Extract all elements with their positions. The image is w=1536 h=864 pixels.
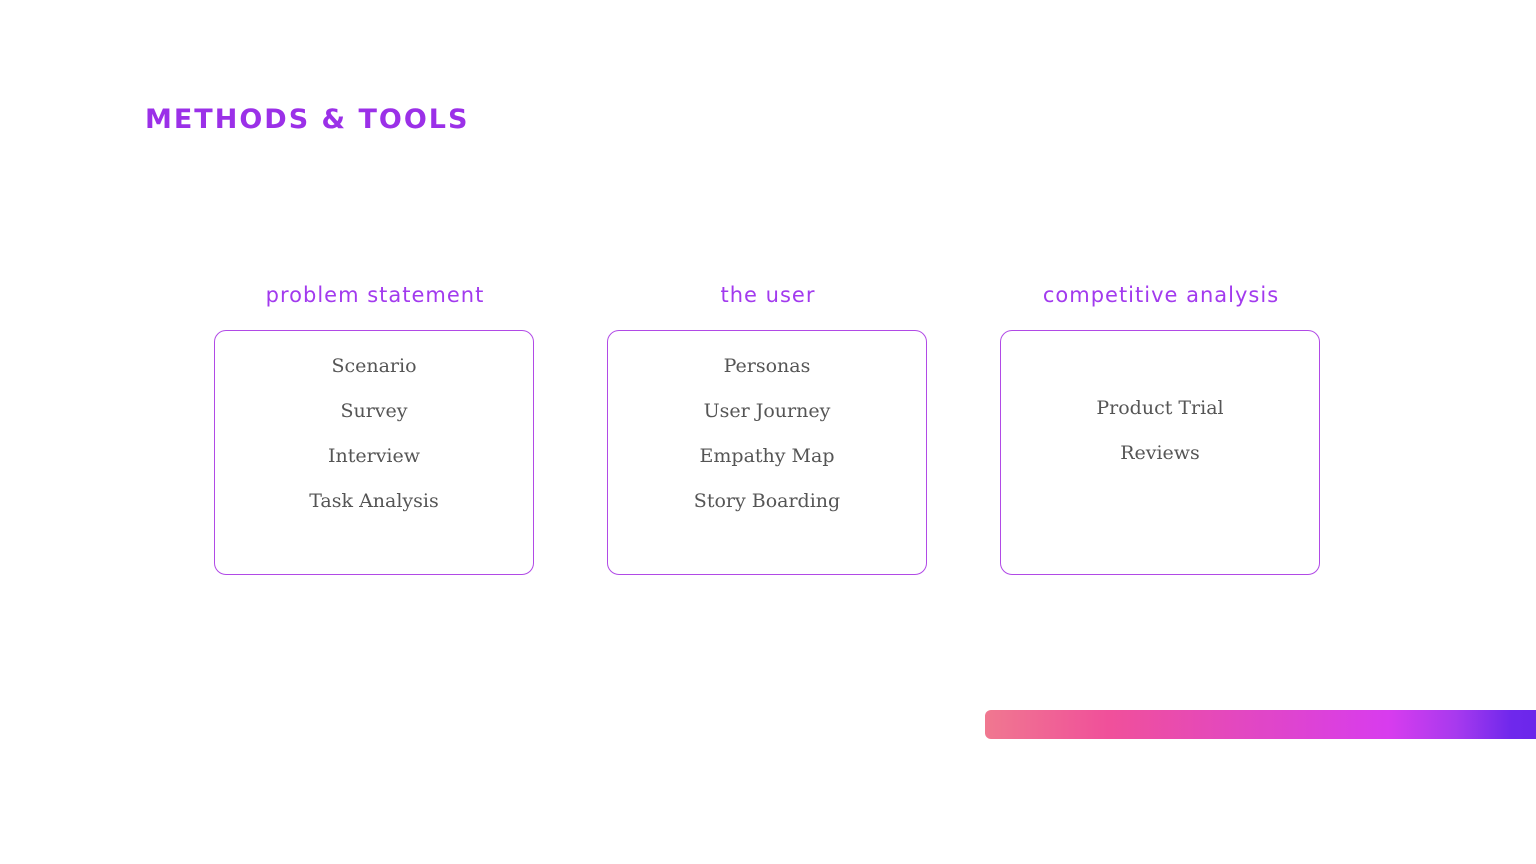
list-item: User Journey	[703, 400, 831, 422]
competitive-analysis-column: competitive analysis Product Trial Revie…	[1000, 280, 1322, 575]
problem-statement-list: Scenario Survey Interview Task Analysis	[215, 344, 533, 524]
the-user-heading: The user	[720, 283, 816, 307]
competitive-analysis-heading: competitive analysis	[1042, 283, 1280, 307]
problem-statement-card: Scenario Survey Interview Task Analysis	[214, 330, 534, 575]
page-title: METHODS & TOOLS	[145, 104, 470, 135]
list-item: Product Trial	[1096, 397, 1224, 419]
list-item: Task Analysis	[309, 490, 439, 512]
list-item: Personas	[723, 355, 811, 377]
problem-statement-heading: problem statement	[265, 283, 485, 307]
list-item: Reviews	[1120, 442, 1200, 464]
competitive-analysis-list: Product Trial Reviews	[1001, 386, 1319, 476]
problem-statement-column: problem statement Scenario Survey Interv…	[214, 280, 536, 575]
gradient-accent-bar	[985, 710, 1536, 739]
list-item: Survey	[340, 400, 408, 422]
the-user-column: The user Personas User Journey Empathy M…	[607, 280, 929, 575]
the-user-card: Personas User Journey Empathy Map Story …	[607, 330, 927, 575]
list-item: Interview	[327, 445, 421, 467]
list-item: Scenario	[331, 355, 417, 377]
competitive-analysis-card: Product Trial Reviews	[1000, 330, 1320, 575]
list-item: Empathy Map	[699, 445, 835, 467]
list-item: Story Boarding	[693, 490, 841, 512]
the-user-list: Personas User Journey Empathy Map Story …	[608, 344, 926, 524]
